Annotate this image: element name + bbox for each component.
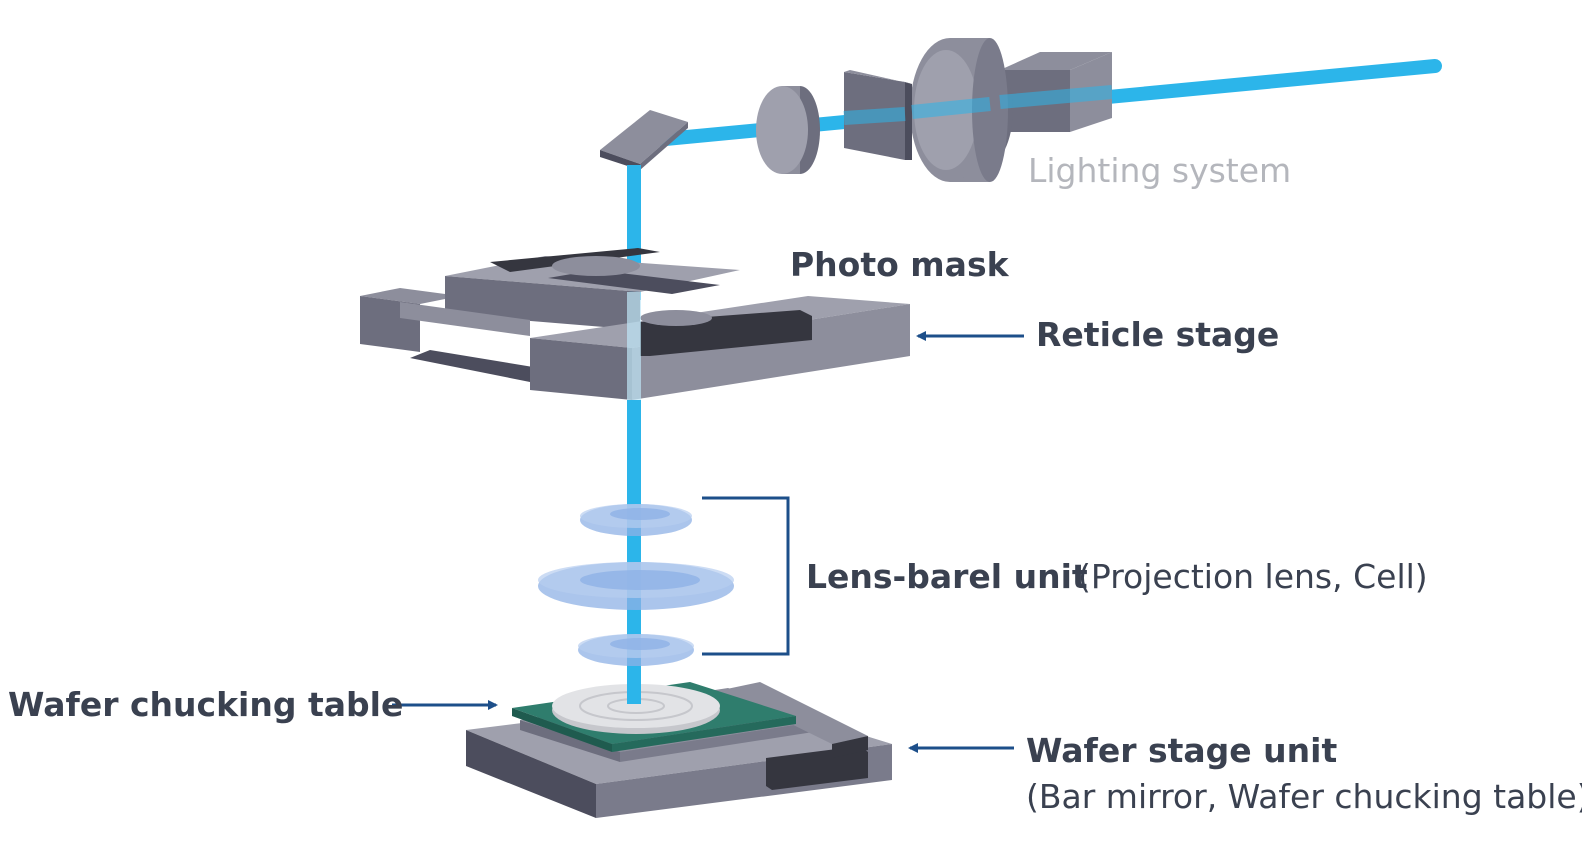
light-beam-wafer-end <box>627 670 641 704</box>
reticle-stage: Photo mask Reticle stage <box>360 245 1279 400</box>
label-lens-barrel-detail: (Projection lens, Cell) <box>1078 557 1428 596</box>
lighting-system: Lighting system <box>600 38 1442 190</box>
label-reticle-stage: Reticle stage <box>1036 315 1279 354</box>
label-wafer-stage-detail: (Bar mirror, Wafer chucking table) <box>1026 777 1582 816</box>
lens-barrel-bracket <box>702 496 790 656</box>
projection-lens-top <box>580 504 692 536</box>
lens-barrel-unit: Lens-barel unit (Projection lens, Cell) <box>538 496 1428 666</box>
label-lighting-system: Lighting system <box>1028 151 1291 190</box>
wafer-disc <box>552 684 720 734</box>
small-condenser-disc <box>756 86 820 174</box>
label-lens-barrel-unit: Lens-barel unit <box>806 557 1088 596</box>
label-wafer-stage-unit: Wafer stage unit <box>1026 731 1337 770</box>
label-photo-mask: Photo mask <box>790 245 1010 284</box>
wafer-stage-unit: Wafer chucking table Wafer stage unit (B… <box>8 670 1582 818</box>
projection-lens-bottom <box>578 634 694 666</box>
label-wafer-chucking-table: Wafer chucking table <box>8 685 403 724</box>
projection-lens-middle <box>538 562 734 610</box>
